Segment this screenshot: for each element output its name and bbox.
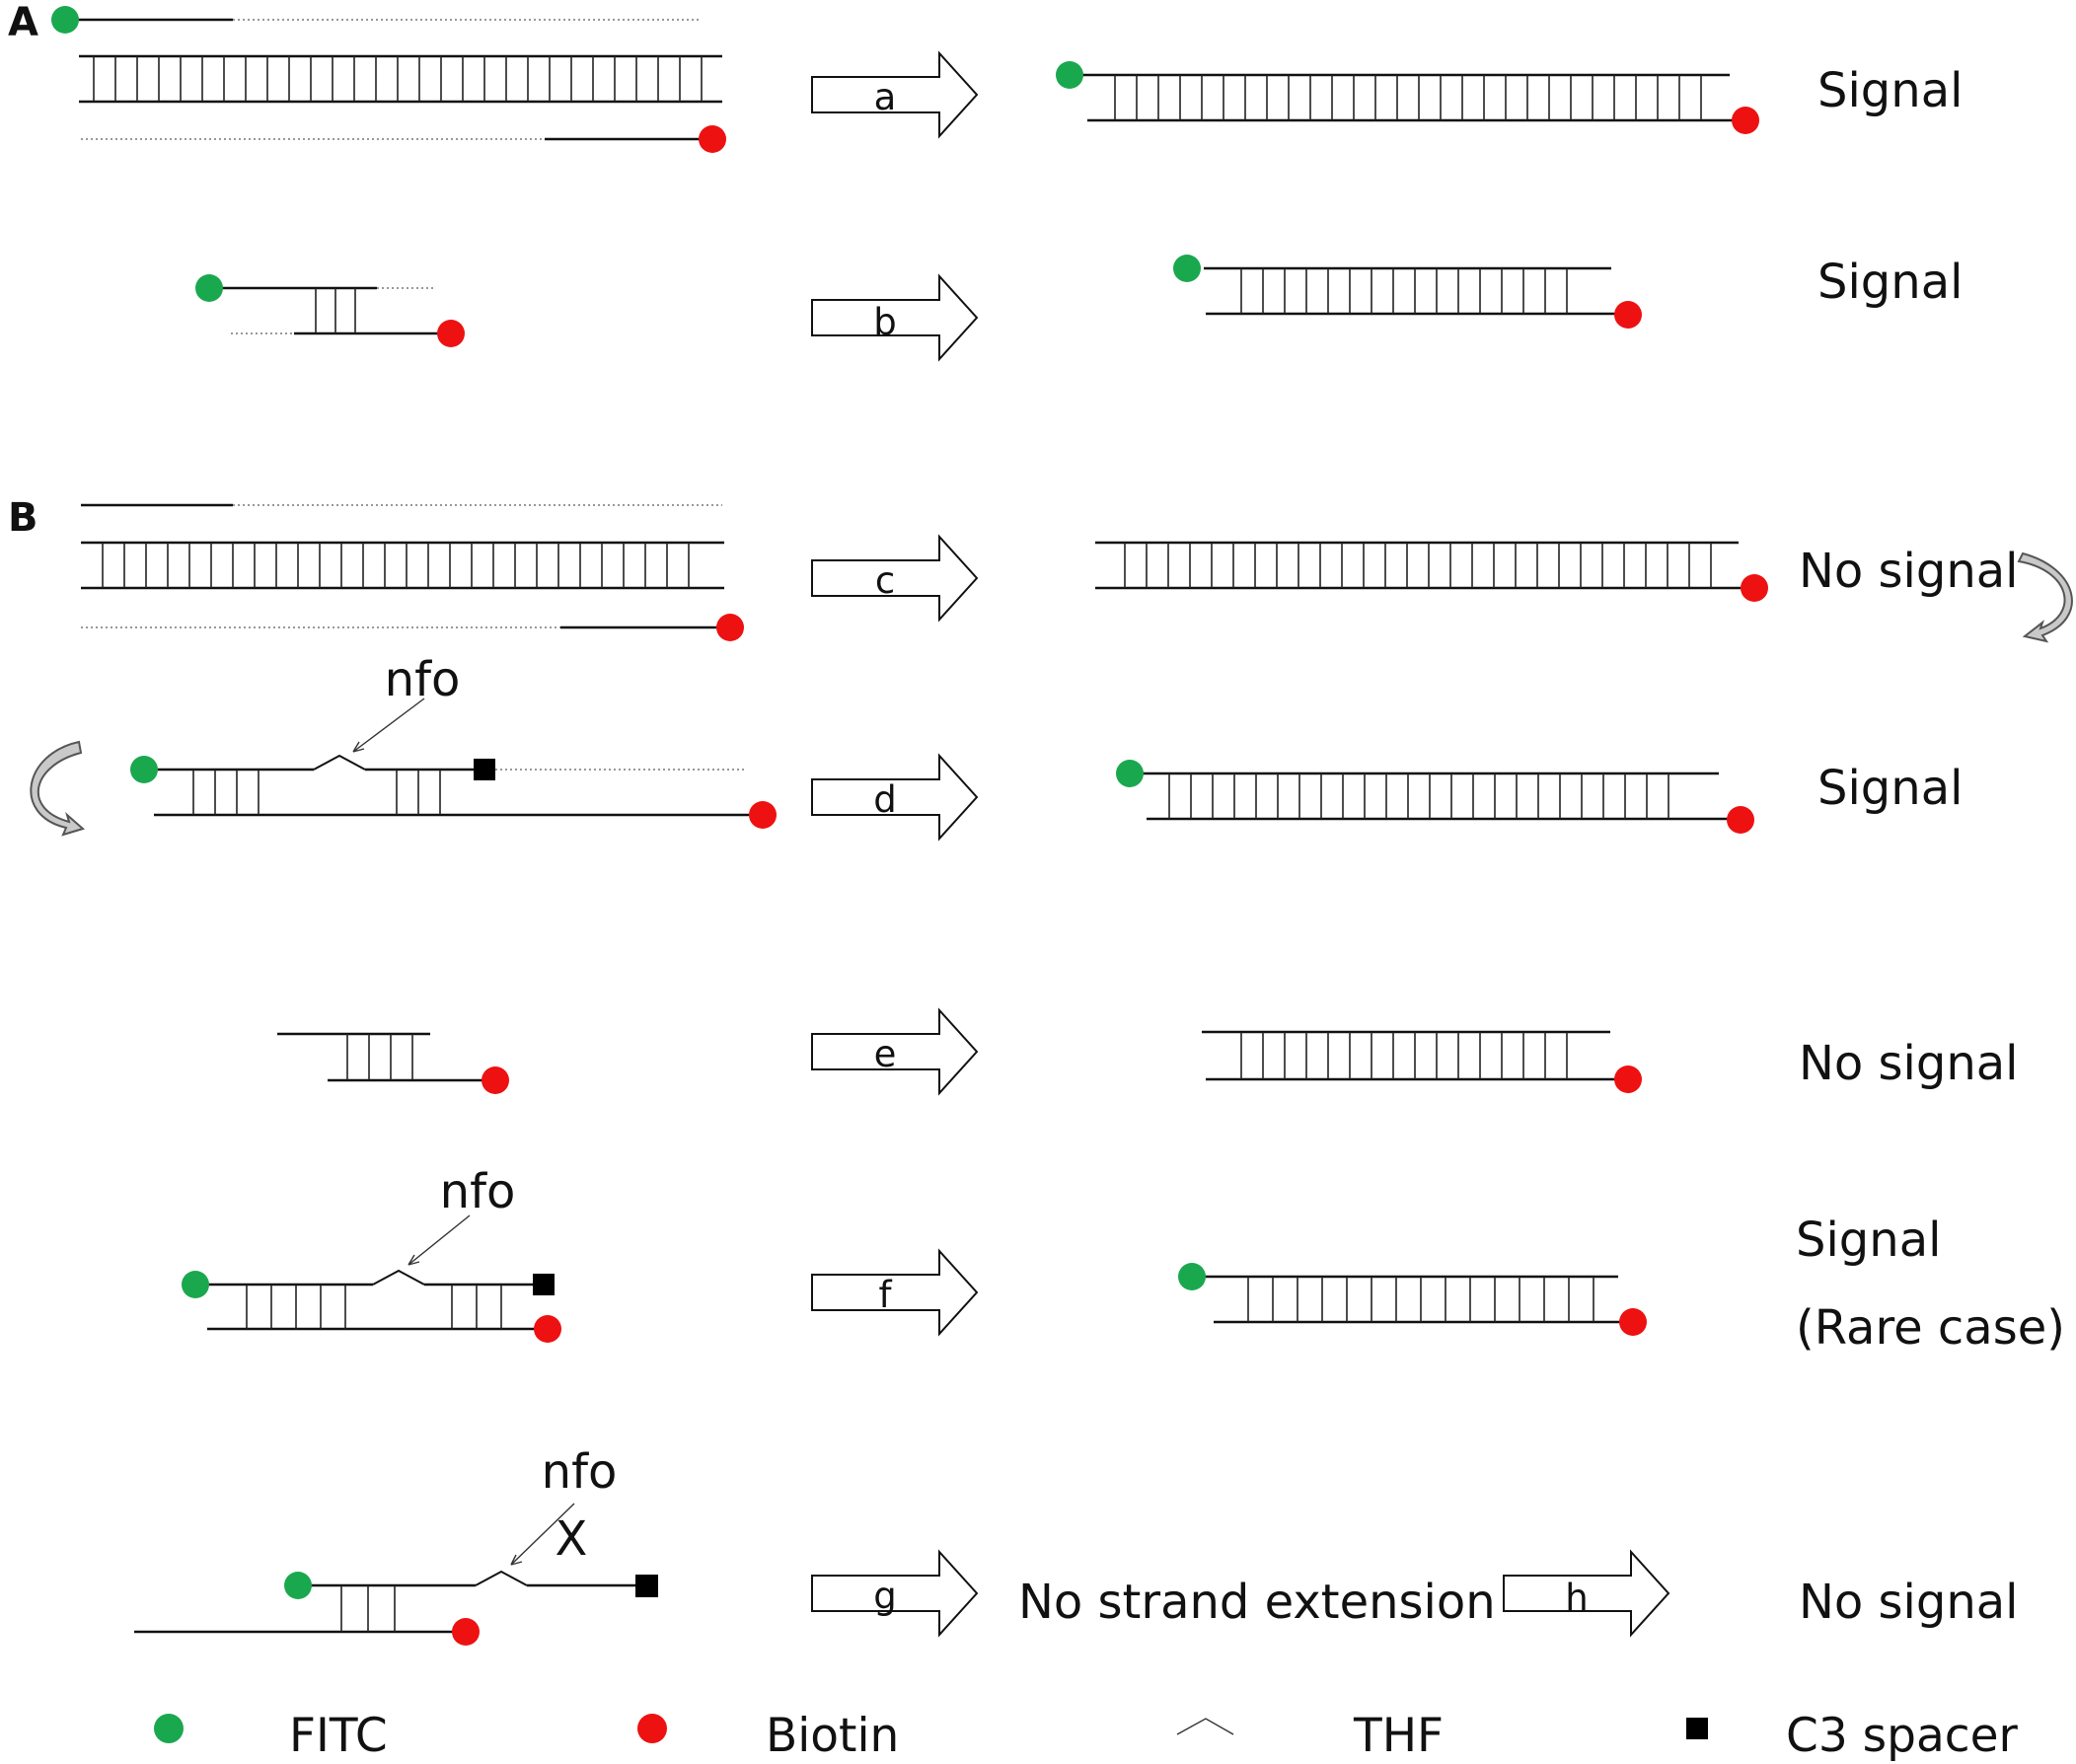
step-e-label: e <box>874 1033 897 1075</box>
step-b-label: b <box>873 301 897 343</box>
panel-a-label: A <box>8 0 38 45</box>
legend-c3-label: C3 spacer <box>1786 1709 2019 1763</box>
legend-thf-label: THF <box>1353 1709 1444 1763</box>
outcome-h: No signal <box>1799 1575 2019 1630</box>
fitc-dot <box>1178 1263 1206 1290</box>
step-f-label: f <box>878 1274 892 1316</box>
legend-biotin-icon <box>637 1714 667 1743</box>
biotin-dot <box>699 125 726 153</box>
legend-fitc-icon <box>154 1714 184 1743</box>
step-a-label: a <box>874 76 897 118</box>
step-e-arrow: e <box>811 1009 978 1094</box>
row-f-product <box>1178 1263 1647 1336</box>
row-d-input <box>130 698 777 829</box>
c3-spacer-mark <box>533 1274 555 1295</box>
biotin-dot <box>482 1066 509 1094</box>
step-b-arrow: b <box>811 275 978 360</box>
fitc-dot <box>1056 61 1083 89</box>
fitc-dot <box>182 1271 209 1298</box>
fitc-dot <box>51 6 79 34</box>
fitc-dot <box>1116 760 1144 787</box>
biotin-dot <box>1614 1066 1642 1093</box>
panel-b-label: B <box>8 495 38 541</box>
step-g-arrow: g <box>811 1551 978 1636</box>
biotin-dot <box>1614 301 1642 329</box>
step-d-label: d <box>873 778 897 821</box>
step-a-arrow: a <box>811 52 978 137</box>
row-a-input <box>51 6 726 153</box>
row-d-product <box>1116 760 1754 834</box>
biotin-dot <box>1732 107 1759 134</box>
step-h-label: h <box>1565 1577 1588 1619</box>
biotin-dot <box>1741 574 1768 602</box>
outcome-e: No signal <box>1799 1036 2019 1091</box>
c3-spacer-mark <box>474 759 495 780</box>
outcome-b: Signal <box>1817 255 1963 310</box>
nfo-label-g: nfo <box>542 1444 618 1500</box>
nfo-label-d: nfo <box>385 652 461 707</box>
row-b-product <box>1173 255 1642 329</box>
outcome-c: No signal <box>1799 544 2019 599</box>
outcome-a: Signal <box>1817 63 1963 118</box>
biotin-dot <box>437 320 465 347</box>
curved-arrow-icon <box>2017 551 2073 643</box>
row-c-product <box>1095 541 1768 602</box>
step-c-arrow: c <box>811 536 978 621</box>
row-c-input <box>81 503 744 641</box>
step-c-label: c <box>875 559 895 602</box>
row-e-input <box>277 1032 509 1094</box>
outcome-g: No strand extension <box>1018 1575 1496 1630</box>
fitc-dot <box>1173 255 1201 282</box>
curved-arrow-icon <box>30 740 86 837</box>
biotin-dot <box>749 801 777 829</box>
legend-fitc-label: FITC <box>289 1709 388 1763</box>
legend-c3-icon <box>1686 1718 1708 1739</box>
row-f-input <box>182 1214 561 1343</box>
row-g-input <box>134 1503 658 1646</box>
biotin-dot <box>534 1315 561 1343</box>
step-h-arrow: h <box>1503 1551 1669 1636</box>
biotin-dot <box>1619 1308 1647 1336</box>
legend-thf-icon <box>1176 1718 1234 1735</box>
row-e-product <box>1202 1030 1642 1093</box>
row-b-input <box>195 274 465 347</box>
legend-biotin-label: Biotin <box>766 1709 899 1763</box>
nfo-label-f: nfo <box>440 1164 516 1219</box>
legend: FITC Biotin THF C3 spacer <box>154 1709 2019 1763</box>
biotin-dot <box>452 1618 480 1646</box>
fitc-dot <box>195 274 223 302</box>
fitc-dot <box>284 1572 312 1599</box>
step-f-arrow: f <box>811 1250 978 1335</box>
outcome-d: Signal <box>1817 761 1963 816</box>
row-a-product <box>1056 61 1759 134</box>
step-d-arrow: d <box>811 755 978 840</box>
c3-spacer-mark <box>635 1575 658 1597</box>
fitc-dot <box>130 756 158 783</box>
outcome-f-note: (Rare case) <box>1796 1300 2065 1356</box>
biotin-dot <box>1727 806 1754 834</box>
outcome-f: Signal <box>1796 1213 1941 1268</box>
nfo-block-mark: X <box>556 1511 588 1567</box>
step-g-label: g <box>873 1575 897 1617</box>
biotin-dot <box>716 614 744 641</box>
